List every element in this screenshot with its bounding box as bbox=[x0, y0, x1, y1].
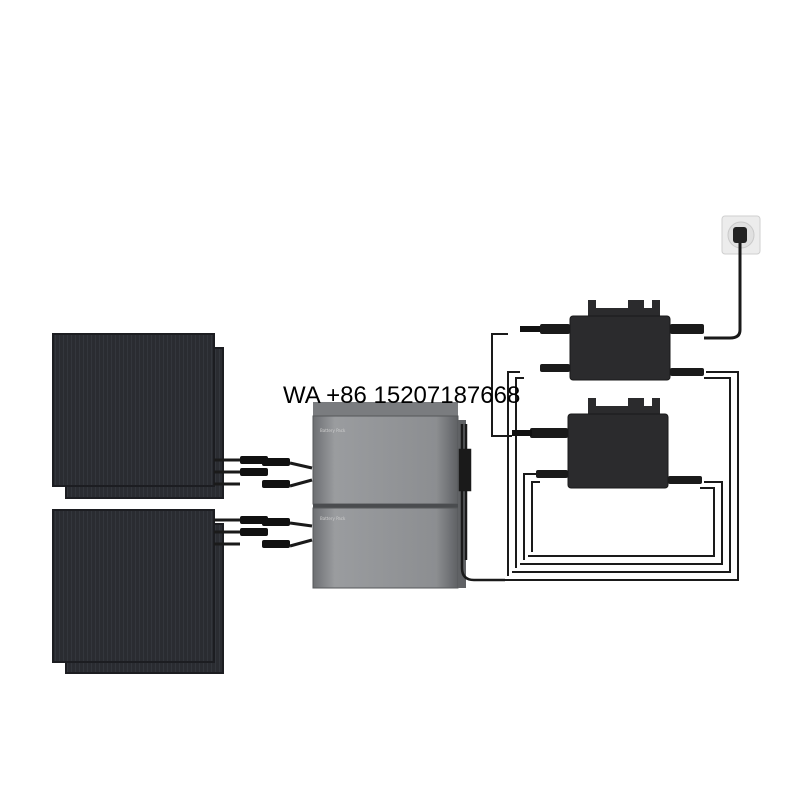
panel-connectors bbox=[214, 458, 313, 548]
connector-icon bbox=[240, 456, 290, 548]
ac-cable bbox=[704, 243, 742, 340]
battery-module-label: Battery Pack bbox=[320, 428, 346, 433]
inverter-cable-loops bbox=[491, 333, 739, 581]
watermark-text: WA +86 15207187668 bbox=[283, 382, 521, 409]
solar-panel-icon bbox=[52, 509, 215, 663]
battery-cables bbox=[458, 424, 505, 582]
solar-panel-group-bottom bbox=[52, 509, 224, 674]
microinverter-icon bbox=[520, 300, 704, 381]
solar-panel-icon bbox=[52, 333, 215, 487]
battery-icon: Battery Pack Battery Pack bbox=[312, 402, 466, 589]
microinverter-icon bbox=[512, 398, 702, 489]
battery-module-label: Battery Pack bbox=[320, 516, 346, 521]
solar-panel-group-top bbox=[52, 333, 224, 499]
